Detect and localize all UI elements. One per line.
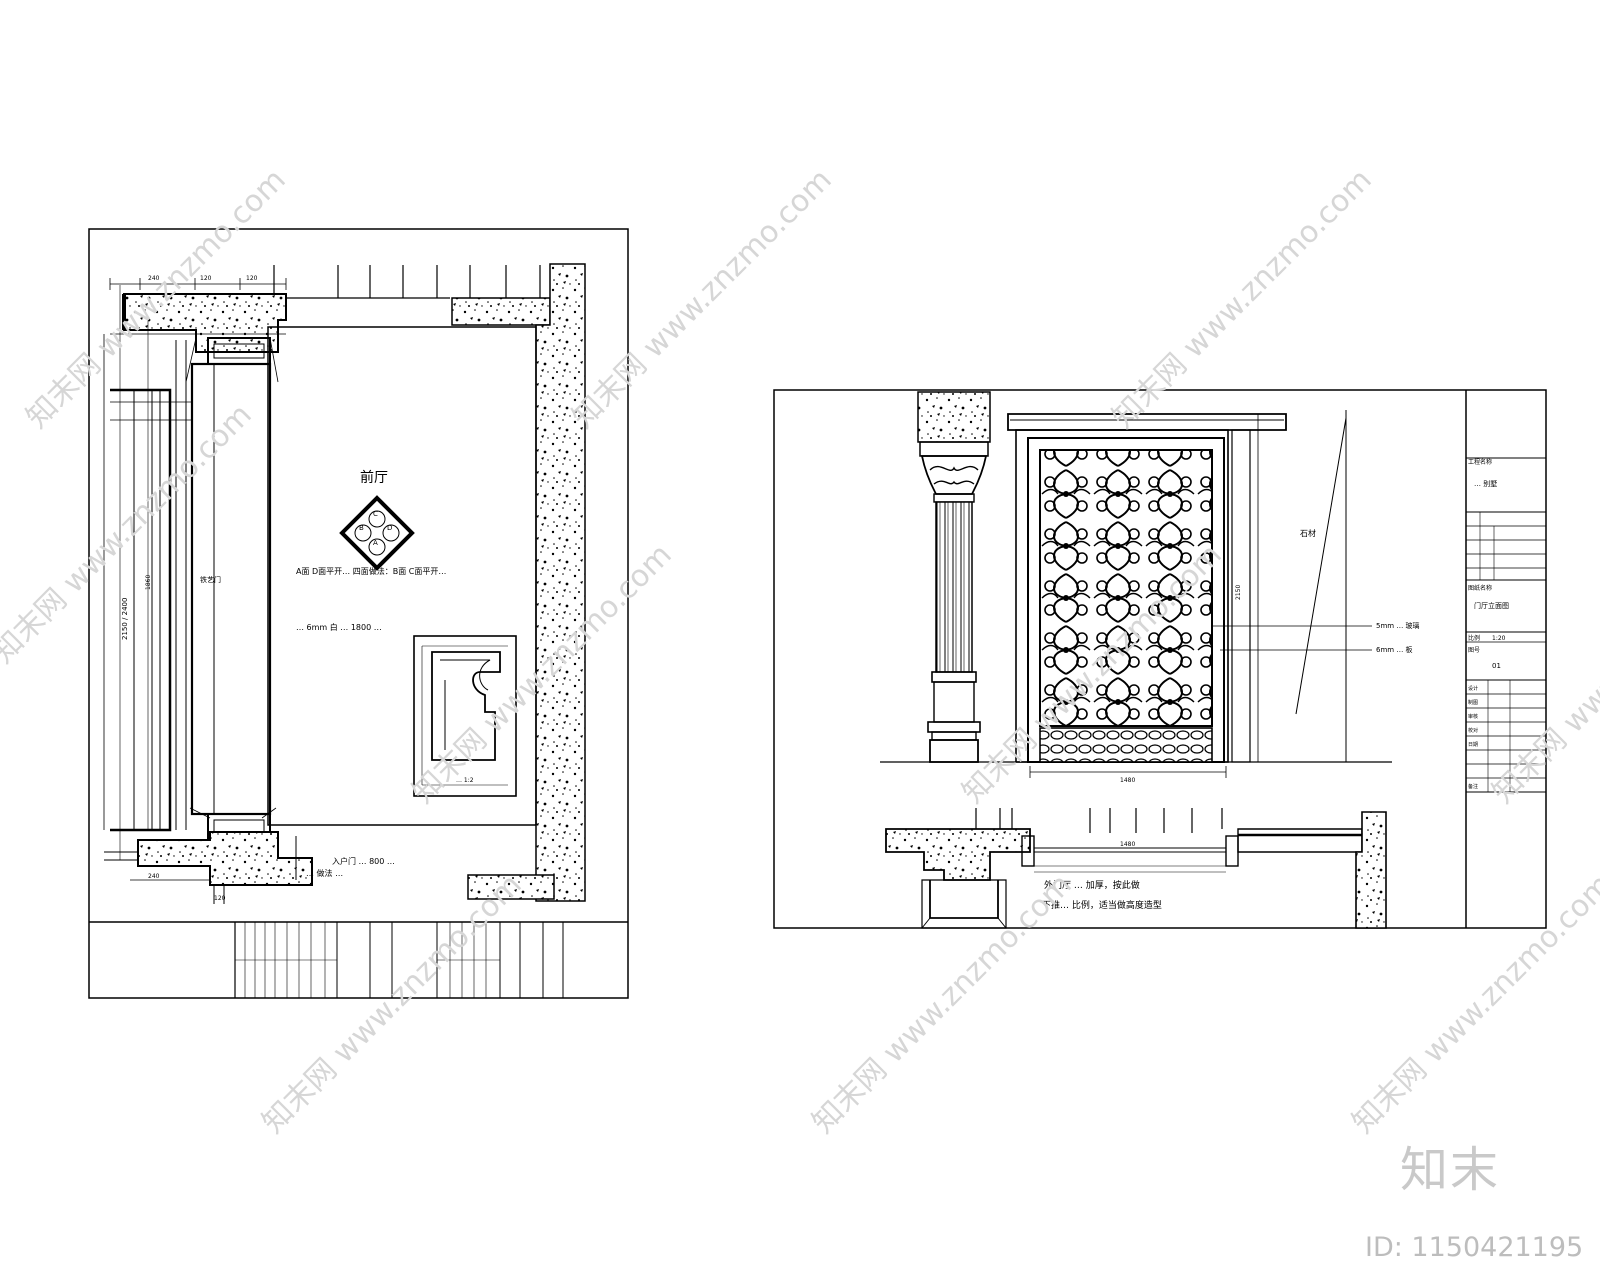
right-sheet-frame	[773, 389, 1547, 929]
title-row-4: 校对	[1468, 727, 1478, 734]
bottom-dim-2: 120	[214, 895, 226, 902]
width-dim: 1480	[1120, 777, 1135, 784]
title-project-value: … 别墅	[1474, 479, 1497, 488]
right-wall	[535, 263, 586, 902]
brand-logo-text: 知末	[1400, 1142, 1501, 1198]
title-number-value: 01	[1492, 662, 1501, 670]
bottom-right-wall	[467, 874, 555, 900]
plan-wall-right	[1355, 811, 1387, 929]
plan-note-2: 下推… 比例，适当做高度造型	[1042, 899, 1162, 911]
left-sheet-frame	[88, 228, 629, 999]
plan-note-1: 外门厅 … 加厚，按此做	[1044, 879, 1140, 891]
top-dim-3: 120	[246, 275, 258, 282]
detail-label: … 1:2	[456, 777, 474, 784]
mid-vertical-dim: 1860	[145, 575, 152, 590]
plan-section	[885, 808, 1387, 929]
title-scale-value: 1:20	[1492, 635, 1506, 642]
top-ticks	[273, 265, 541, 299]
right-sheet	[773, 389, 1547, 929]
side-diagonal	[1295, 417, 1347, 715]
room-note-1: A面 D面平开… 四面做法：B面 C面平开…	[296, 566, 446, 576]
plan-dim: 1480	[1120, 841, 1135, 848]
title-row-5: 日期	[1468, 742, 1478, 748]
left-elevation	[110, 285, 192, 860]
plan-wall-left	[885, 828, 1031, 881]
top-dim-1: 240	[148, 275, 160, 282]
door-label: 铁艺门	[200, 575, 221, 584]
title-row-2: 制图	[1468, 699, 1478, 706]
height-dim: 2150	[1235, 585, 1242, 600]
top-right-wall	[451, 297, 551, 326]
left-vertical-dim: 2150 / 2400	[121, 598, 129, 640]
title-row-3: 审核	[1468, 713, 1478, 720]
compass-letter-bottom: A	[373, 539, 378, 547]
compass-letter-left: B	[359, 524, 364, 532]
callout-1: 5mm … 玻璃	[1376, 621, 1420, 630]
title-drawing-label: 图纸名称	[1468, 584, 1492, 592]
bottom-note-1: 入户门 … 800 …	[332, 856, 395, 866]
compass-letter-right: D	[387, 524, 392, 532]
top-dim-2: 120	[200, 275, 212, 282]
bottom-left-wall	[137, 831, 313, 886]
dimension-lines	[103, 278, 287, 881]
brand-id-text: ID: 1150421195	[1365, 1232, 1584, 1263]
title-drawing-value: 门厅立面图	[1474, 601, 1509, 610]
side-label: 石材	[1300, 528, 1316, 538]
title-project-label: 工程名称	[1468, 458, 1492, 466]
profile-detail	[413, 635, 517, 797]
corinthian-column	[919, 441, 989, 763]
bottom-ticks	[104, 836, 297, 904]
title-row-6: 备注	[1468, 783, 1478, 790]
title-number-label: 图号	[1468, 647, 1480, 654]
left-title-strip	[89, 921, 628, 998]
iron-scroll-panel	[1039, 449, 1213, 727]
room-note-2: … 6mm 白 … 1800 …	[296, 622, 382, 632]
left-sheet-text: 前厅 C B D A A面 D面平开… 四面做法：B面 C面平开… … 6mm …	[121, 275, 474, 902]
title-row-1: 设计	[1468, 685, 1478, 692]
pebble-base	[1039, 727, 1213, 763]
title-scale-label: 比例	[1468, 634, 1480, 642]
right-sheet-text: 石材 5mm … 玻璃 6mm … 板 1480 2150 1480 外门厅 ……	[1042, 458, 1509, 911]
bottom-note-2: … 做法 …	[306, 868, 343, 878]
title-block	[1465, 390, 1546, 928]
stone-cap	[917, 391, 991, 443]
bottom-dim-1: 240	[148, 873, 160, 880]
room-title: 前厅	[360, 469, 388, 486]
door-leaf-plan	[190, 362, 272, 816]
compass-letter-top: C	[373, 510, 378, 518]
compass-symbol	[339, 495, 415, 571]
callout-2: 6mm … 板	[1376, 645, 1413, 654]
left-sheet	[88, 228, 629, 999]
